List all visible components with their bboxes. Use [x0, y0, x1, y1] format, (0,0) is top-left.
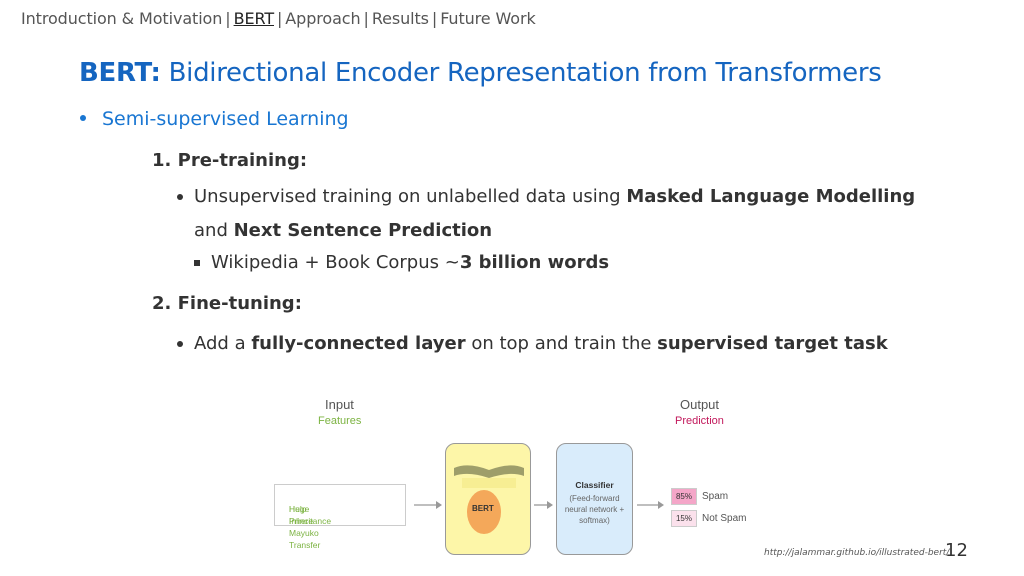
output-pct: 15%	[671, 510, 697, 528]
nav-item-introduction[interactable]: Introduction & Motivation	[21, 9, 223, 28]
bert-character-icon	[454, 465, 524, 534]
diagram-input-sub: Features	[318, 415, 362, 427]
square-bullet	[194, 260, 200, 266]
output-label: Not Spam	[702, 513, 747, 525]
bullet-dot	[80, 114, 86, 121]
bert-nose	[467, 490, 501, 534]
slide-title-bold: BERT:	[79, 58, 161, 88]
bert-block: BERT	[445, 443, 531, 555]
bullet-finetuning-mid: on top and train the	[465, 333, 658, 354]
diagram-input-label: Input	[325, 397, 354, 412]
bullet-semi-supervised: Semi-supervised Learning	[80, 108, 349, 130]
classifier-block: Classifier (Feed-forward neural network …	[556, 443, 633, 555]
bullet-finetuning: Add a fully-connected layer on top and t…	[177, 327, 994, 361]
subbullet-corpus-text: Wikipedia + Book Corpus ~	[211, 252, 460, 273]
step-pretraining-heading: 1. Pre-training:	[152, 150, 308, 171]
output-pct: 85%	[671, 488, 697, 506]
page-number: 12	[945, 540, 968, 561]
arrow-head	[547, 501, 553, 509]
diagram-output-label: Output	[680, 397, 720, 412]
slide-title-rest: Bidirectional Encoder Representation fro…	[160, 58, 882, 88]
bullet-dot	[177, 194, 183, 200]
subbullet-corpus: Wikipedia + Book Corpus ~3 billion words	[194, 252, 610, 273]
output-label: Spam	[702, 491, 729, 503]
nav-item-approach[interactable]: Approach	[285, 9, 361, 28]
nav-separator: |	[277, 9, 283, 28]
bullet-pretraining: Unsupervised training on unlabelled data…	[177, 180, 954, 248]
top-navigation: Introduction & Motivation|BERT|Approach|…	[21, 9, 536, 28]
nav-item-bert[interactable]: BERT	[233, 9, 275, 28]
bold-nsp: Next Sentence Prediction	[233, 220, 493, 241]
arrow-head	[436, 501, 442, 509]
nav-item-results[interactable]: Results	[371, 9, 429, 28]
output-row-not-spam: 15% Not Spam	[671, 510, 747, 528]
source-link[interactable]: http://jalammar.github.io/illustrated-be…	[764, 548, 950, 558]
diagram-output-sub: Prediction	[675, 415, 724, 427]
bold-target-task: supervised target task	[657, 333, 888, 354]
output-row-spam: 85% Spam	[671, 488, 729, 506]
bullet-pretraining-text: Unsupervised training on unlabelled data…	[194, 186, 627, 207]
bert-eyebrow	[454, 465, 524, 478]
arrow-head	[658, 501, 664, 509]
input-text-line1: Help Prince Mayuko Transfer	[289, 504, 321, 550]
bold-billion-words: 3 billion words	[459, 252, 610, 273]
slide-title: BERT: Bidirectional Encoder Representati…	[79, 58, 882, 88]
classifier-description: (Feed-forward neural network + softmax)	[564, 494, 625, 525]
bullet-finetuning-text: Add a	[194, 333, 252, 354]
nav-separator: |	[431, 9, 438, 28]
bert-label: BERT	[472, 504, 494, 513]
input-text-line2: Huge Inheritance	[289, 504, 332, 526]
bullet-dot	[177, 341, 183, 347]
classifier-title: Classifier	[575, 480, 614, 490]
nav-item-future-work[interactable]: Future Work	[440, 9, 536, 28]
bold-fc-layer: fully-connected layer	[251, 333, 466, 354]
step-finetuning-heading: 2. Fine-tuning:	[152, 293, 302, 314]
bert-eyes	[462, 478, 516, 488]
bold-mlm: Masked Language Modelling	[626, 186, 916, 207]
nav-separator: |	[363, 9, 369, 28]
bullet-semi-supervised-text: Semi-supervised Learning	[102, 108, 349, 130]
nav-separator: |	[225, 9, 231, 28]
bullet-pretraining-and: and	[194, 220, 234, 241]
